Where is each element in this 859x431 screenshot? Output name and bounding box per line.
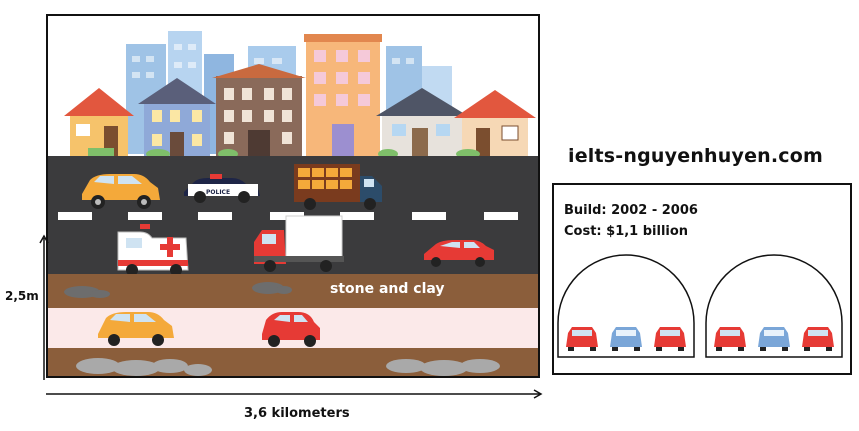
rocks-lower <box>76 358 500 376</box>
build-cost: Cost: $1,1 billion <box>564 224 689 239</box>
police-car: POLICE <box>184 174 260 203</box>
length-label: 3,6 kilometers <box>244 406 350 421</box>
height-arrow <box>39 234 49 380</box>
tunnel-arches <box>557 254 843 358</box>
brown-apartment <box>212 64 306 156</box>
orange-car-road <box>82 174 160 209</box>
tunnel-right-cars <box>714 327 834 351</box>
stone-and-clay-label: stone and clay <box>330 281 445 297</box>
police-text: POLICE <box>206 189 230 196</box>
website-label: ielts-nguyenhuyen.com <box>568 145 824 167</box>
delivery-truck-top <box>294 164 382 210</box>
length-arrow <box>46 389 543 399</box>
grey-house <box>376 88 468 156</box>
tunnel-left-cars <box>566 327 686 351</box>
build-years: Build: 2002 - 2006 <box>564 203 698 218</box>
height-label: 2,5m <box>5 289 39 303</box>
right-house <box>454 90 536 156</box>
tunnel-cross-section-box <box>552 183 852 375</box>
blue-house <box>138 78 216 156</box>
cross-section-scene: POLICE <box>46 14 540 378</box>
left-house <box>64 88 134 156</box>
scene-illustration: POLICE <box>48 31 538 376</box>
red-car-tunnel <box>262 312 320 347</box>
red-car-road <box>424 240 494 267</box>
rocks-upper <box>64 282 292 298</box>
red-truck <box>254 215 344 272</box>
orange-car-tunnel <box>98 312 174 346</box>
orange-tower <box>304 34 382 156</box>
ambulance <box>117 224 189 276</box>
soil-layer-upper <box>48 274 538 308</box>
